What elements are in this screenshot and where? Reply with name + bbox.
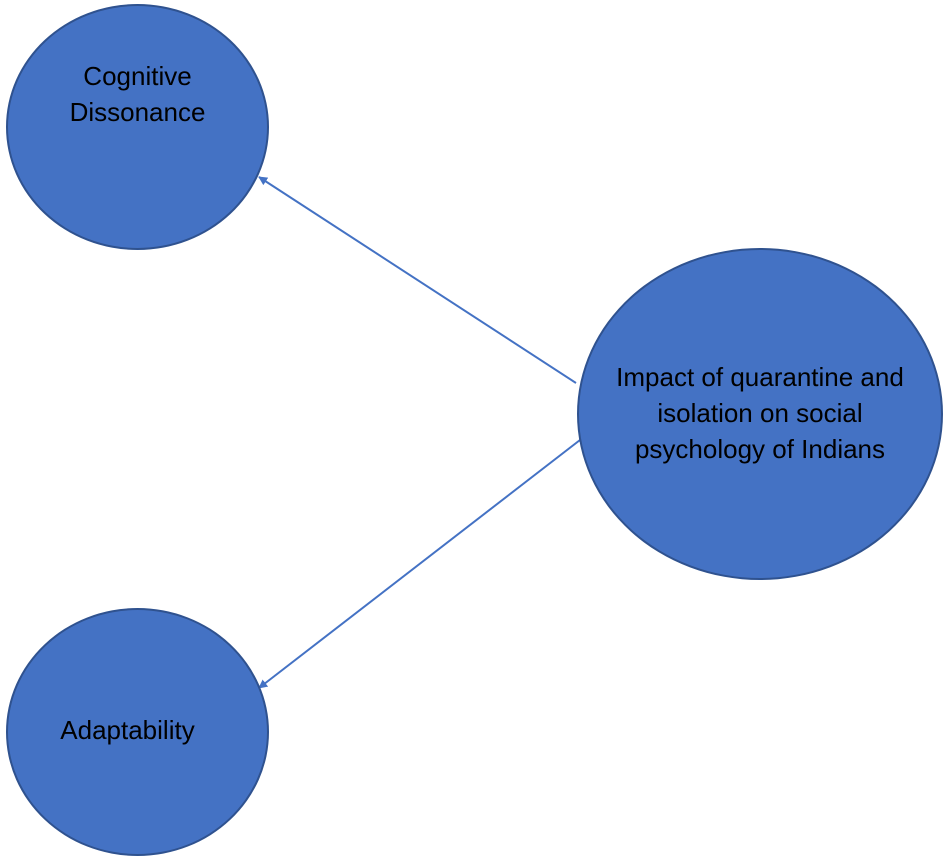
node-cognitive-dissonance: Cognitive Dissonance [6, 4, 269, 250]
node-adaptability: Adaptability [6, 608, 269, 856]
node-label-cognitive-dissonance: Cognitive Dissonance [69, 61, 206, 127]
node-label-impact: Impact of quarantine and isolation on so… [616, 362, 904, 464]
node-label-adaptability: Adaptability [60, 715, 195, 746]
arrow-to-adaptability [258, 439, 581, 689]
arrow-to-cognitive-dissonance [258, 176, 577, 384]
node-impact-quarantine-isolation: Impact of quarantine and isolation on so… [577, 248, 943, 580]
